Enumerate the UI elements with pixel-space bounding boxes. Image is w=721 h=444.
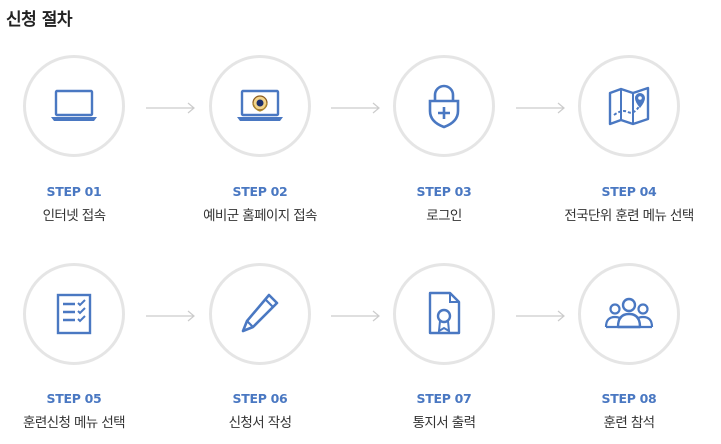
step-08-label: 훈련 참석 bbox=[603, 415, 656, 431]
step-07-number: STEP 07 bbox=[416, 391, 472, 406]
step-07-circle bbox=[393, 263, 495, 365]
pen-icon bbox=[241, 293, 279, 333]
group-icon bbox=[604, 297, 654, 329]
step-01-circle bbox=[23, 55, 125, 157]
arrow-1-2 bbox=[145, 99, 197, 114]
step-06-number: STEP 06 bbox=[232, 391, 288, 406]
step-06-circle bbox=[209, 263, 311, 365]
step-01-number: STEP 01 bbox=[46, 184, 102, 199]
step-08-number: STEP 08 bbox=[601, 391, 657, 406]
arrow-5-6 bbox=[145, 307, 197, 322]
step-05-circle bbox=[23, 263, 125, 365]
step-02-label: 예비군 홈페이지 접속 bbox=[203, 208, 317, 224]
page-title: 신청 절차 bbox=[6, 10, 72, 30]
lock-icon bbox=[428, 84, 460, 129]
arrow-6-7 bbox=[330, 307, 382, 322]
certificate-icon bbox=[428, 291, 461, 335]
arrow-7-8 bbox=[515, 307, 567, 322]
step-03-number: STEP 03 bbox=[416, 184, 472, 199]
step-06-label: 신청서 작성 bbox=[228, 415, 292, 431]
step-08-circle bbox=[578, 263, 680, 365]
arrow-3-4 bbox=[515, 99, 567, 114]
step-05-label: 훈련신청 메뉴 선택 bbox=[23, 415, 126, 431]
step-04-label: 전국단위 훈련 메뉴 선택 bbox=[564, 208, 694, 224]
step-05-number: STEP 05 bbox=[46, 391, 102, 406]
step-03-circle bbox=[393, 55, 495, 157]
step-02-circle bbox=[209, 55, 311, 157]
arrow-2-3 bbox=[330, 99, 382, 114]
step-04-circle bbox=[578, 55, 680, 157]
map-icon bbox=[608, 86, 650, 126]
laptop-emblem-icon bbox=[237, 89, 283, 121]
step-01-label: 인터넷 접속 bbox=[42, 208, 106, 224]
step-02-number: STEP 02 bbox=[232, 184, 288, 199]
step-04-number: STEP 04 bbox=[601, 184, 657, 199]
laptop-icon bbox=[51, 89, 97, 121]
step-03-label: 로그인 bbox=[426, 208, 462, 224]
step-07-label: 통지서 출력 bbox=[412, 415, 476, 431]
checklist-icon bbox=[56, 293, 92, 335]
